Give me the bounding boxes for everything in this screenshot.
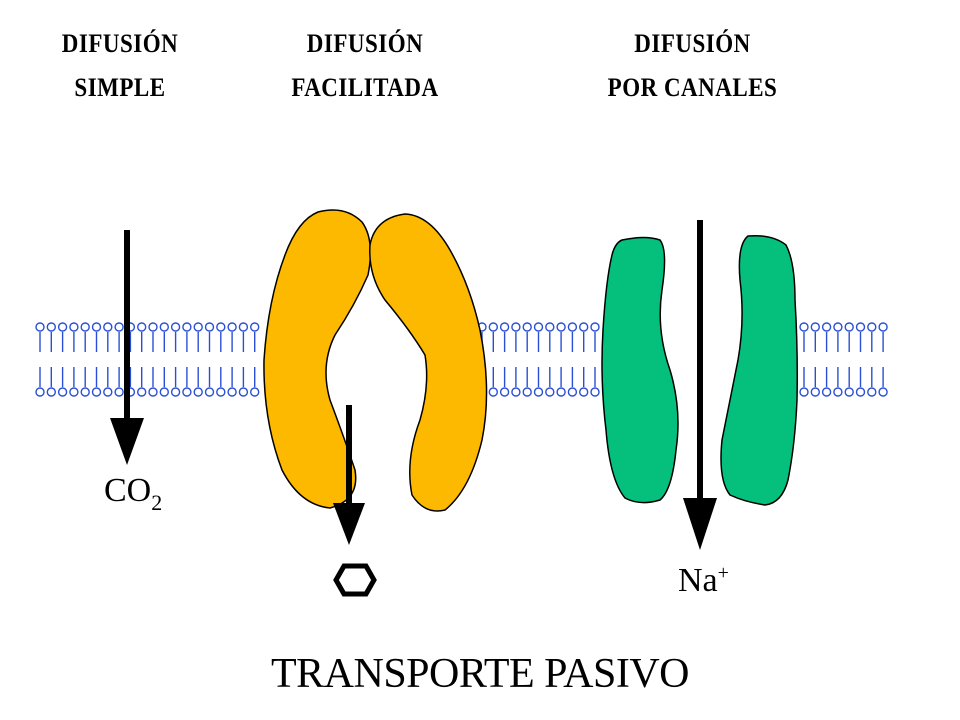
sodium-base: Na: [678, 562, 718, 599]
phospholipid: [579, 322, 589, 397]
carrier-protein: [263, 209, 488, 512]
phospholipid: [855, 322, 866, 397]
phospholipid: [57, 322, 68, 397]
phospholipid: [103, 322, 113, 397]
co2-subscript: 2: [151, 490, 163, 515]
co2-base: CO: [104, 472, 152, 509]
hexagon-icon: [333, 563, 377, 597]
channel-protein: [601, 234, 798, 506]
phospholipid: [833, 322, 843, 397]
sodium-superscript: +: [717, 562, 729, 584]
phospholipid: [170, 322, 181, 397]
phospholipid: [488, 322, 498, 397]
phospholipid: [799, 322, 809, 397]
phospholipid: [46, 322, 56, 397]
phospholipid: [590, 322, 600, 397]
phospholipid: [545, 322, 555, 397]
phospholipid: [821, 322, 832, 397]
phospholipid: [80, 322, 90, 397]
phospholipid: [556, 322, 566, 397]
heading-channel-diffusion: DIFUSIÓN POR CANALES: [585, 22, 800, 109]
phospholipid: [844, 322, 854, 397]
channel-protein-right-half: [720, 234, 798, 506]
phospholipid: [216, 322, 226, 397]
heading-line-1: DIFUSIÓN: [306, 29, 424, 58]
arrow-facilitated-diffusion: [333, 405, 365, 545]
lipid-bilayer: [35, 322, 888, 397]
phospholipid: [136, 322, 147, 397]
channel-protein-left-half: [601, 236, 679, 504]
heading-line-2: FACILITADA: [291, 72, 439, 102]
phospholipid: [35, 322, 45, 397]
phospholipid: [522, 322, 532, 397]
co2-label: CO2: [104, 472, 162, 515]
phospholipid: [878, 322, 888, 397]
phospholipid: [810, 322, 820, 397]
arrow-simple-diffusion: [110, 230, 144, 465]
page-title: TRANSPORTE PASIVO: [270, 651, 690, 697]
phospholipid: [227, 322, 237, 397]
phospholipid: [567, 322, 578, 397]
heading-simple-diffusion: DIFUSIÓN SIMPLE: [30, 22, 210, 109]
heading-line-1: DIFUSIÓN: [634, 29, 751, 58]
phospholipid: [193, 322, 203, 397]
phospholipid: [249, 322, 260, 397]
carrier-protein-right-half: [369, 213, 488, 512]
heading-facilitated-diffusion: DIFUSIÓN FACILITADA: [265, 22, 465, 109]
sodium-label: Na+: [678, 562, 729, 600]
phospholipid: [182, 322, 192, 397]
phospholipid: [867, 322, 877, 397]
phospholipid: [69, 322, 79, 397]
carrier-protein-left-half: [263, 209, 372, 509]
phospholipid: [91, 322, 102, 397]
phospholipid: [499, 322, 510, 397]
heading-line-2: SIMPLE: [74, 72, 166, 102]
phospholipid: [159, 322, 170, 397]
arrow-channel-diffusion: [683, 220, 717, 550]
phospholipid: [148, 322, 158, 397]
heading-line-2: POR CANALES: [607, 72, 778, 102]
phospholipid: [511, 322, 521, 397]
phospholipid: [533, 322, 544, 397]
phospholipid: [238, 322, 249, 397]
phospholipid: [204, 322, 215, 397]
heading-line-1: DIFUSIÓN: [61, 29, 179, 58]
phospholipid: [114, 322, 124, 397]
